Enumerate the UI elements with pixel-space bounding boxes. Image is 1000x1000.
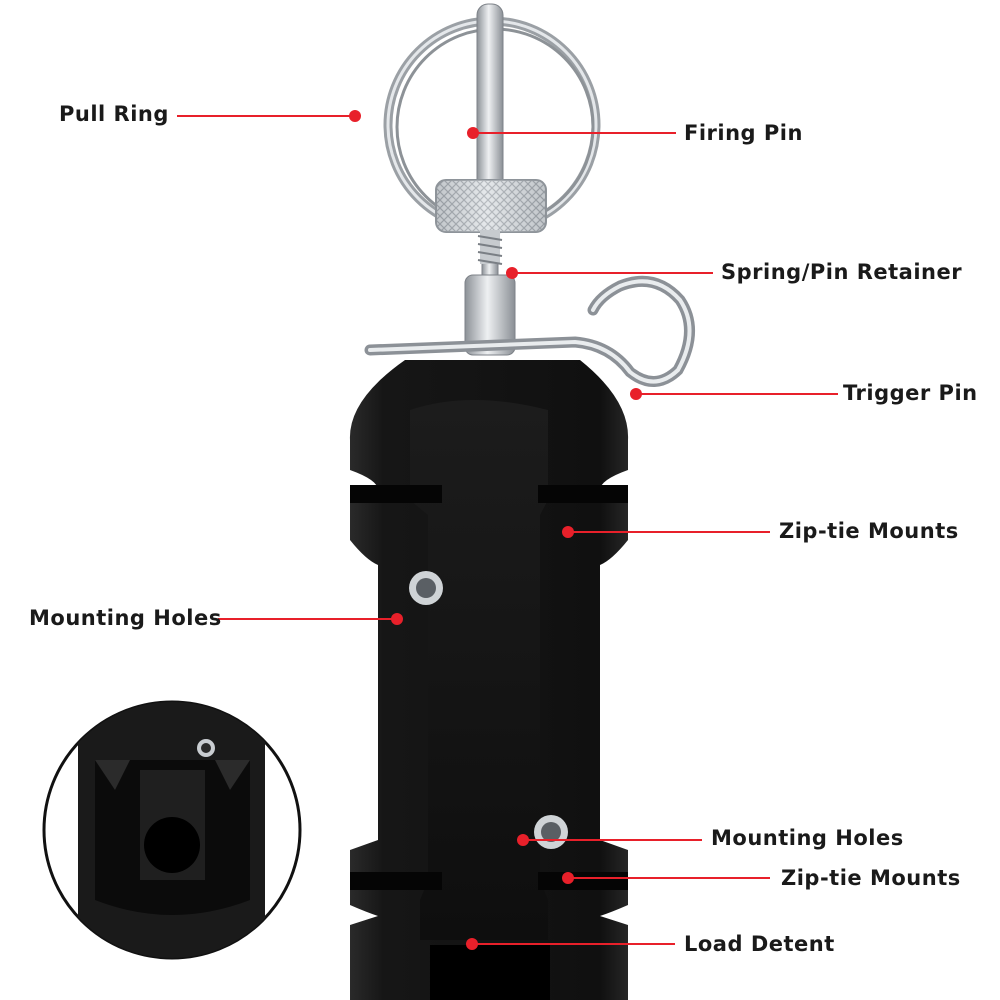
spring	[464, 230, 516, 356]
inset-detail	[42, 700, 302, 960]
leader-dot-trigger-pin	[630, 388, 642, 400]
label-zip-tie-mounts-top: Zip-tie Mounts	[779, 519, 959, 543]
label-trigger-pin: Trigger Pin	[843, 381, 978, 405]
leader-dot-mounting-holes-left	[391, 613, 403, 625]
leader-dot-spring-pin-retainer	[506, 267, 518, 279]
leader-dot-zip-tie-top	[562, 526, 574, 538]
label-pull-ring: Pull Ring	[59, 102, 169, 126]
leader-lines	[177, 110, 838, 950]
leader-dot-pull-ring	[349, 110, 361, 122]
leader-dot-firing-pin	[467, 127, 479, 139]
trigger-pin	[364, 275, 695, 387]
label-load-detent: Load Detent	[684, 932, 835, 956]
label-mounting-holes-bottom: Mounting Holes	[711, 826, 904, 850]
leader-dot-load-detent	[466, 938, 478, 950]
leader-dot-zip-tie-bottom	[562, 872, 574, 884]
launcher-body	[349, 360, 629, 1000]
leader-dot-mounting-holes-bottom	[517, 834, 529, 846]
label-spring-pin-retainer: Spring/Pin Retainer	[721, 260, 963, 284]
knurled-nut	[435, 179, 547, 233]
label-mounting-holes-left: Mounting Holes	[29, 606, 222, 630]
label-zip-tie-mounts-bottom: Zip-tie Mounts	[781, 866, 961, 890]
label-firing-pin: Firing Pin	[684, 121, 803, 145]
